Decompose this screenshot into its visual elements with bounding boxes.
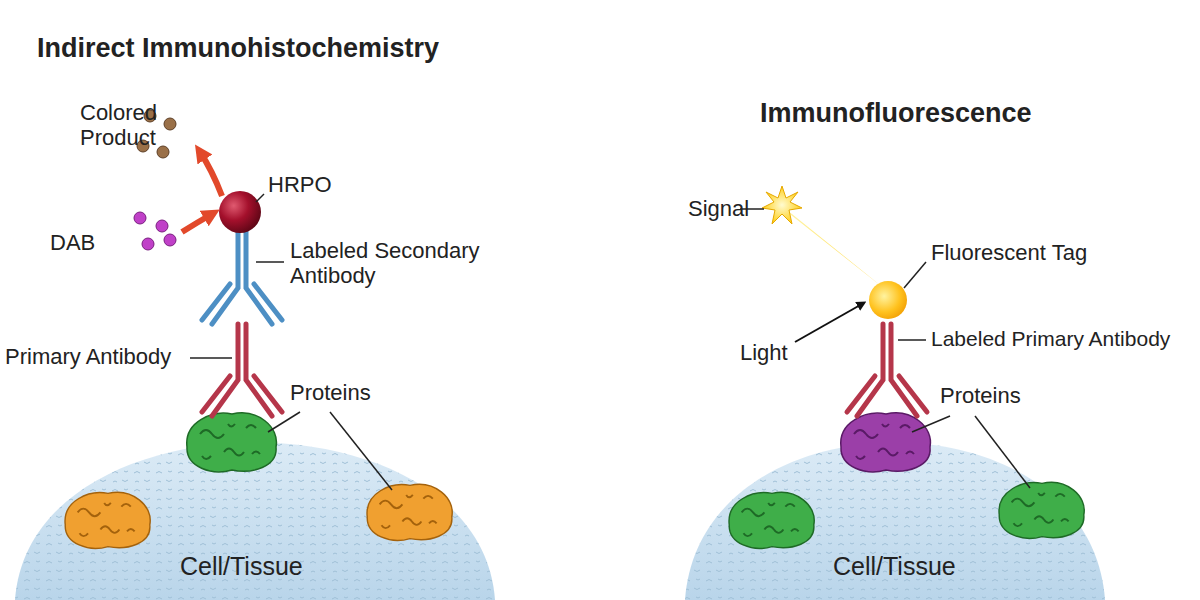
primary-antibody bbox=[202, 324, 282, 416]
part-label: Colored Product bbox=[80, 100, 150, 151]
part-label: Labeled Secondary Antibody bbox=[290, 238, 480, 289]
signal-beam bbox=[772, 200, 896, 298]
region-label: Cell/Tissue bbox=[833, 552, 956, 581]
protein bbox=[65, 492, 150, 548]
part-label: Proteins bbox=[940, 383, 1021, 408]
dab-dots bbox=[134, 212, 176, 250]
panel-title: Immunofluorescence bbox=[760, 98, 1032, 129]
panel-title: Indirect Immunohistochemistry bbox=[37, 33, 439, 64]
secondary-antibody bbox=[202, 232, 282, 324]
part-label: Proteins bbox=[290, 380, 371, 405]
part-label: Fluorescent Tag bbox=[931, 240, 1087, 265]
hrpo-enzyme bbox=[219, 191, 261, 233]
labeled-primary-antibody bbox=[847, 324, 927, 416]
fluorescent-tag bbox=[869, 281, 907, 319]
light-arrow bbox=[795, 304, 862, 342]
reaction-arrow bbox=[182, 214, 212, 232]
protein bbox=[999, 482, 1084, 538]
part-label: Signal bbox=[688, 196, 749, 221]
part-label: DAB bbox=[50, 230, 95, 255]
signal-star bbox=[762, 186, 802, 224]
protein bbox=[729, 492, 814, 548]
reaction-arrow bbox=[200, 152, 222, 196]
part-label: Labeled Primary Antibody bbox=[931, 327, 1170, 351]
region-label: Cell/Tissue bbox=[180, 552, 303, 581]
part-label: Light bbox=[740, 340, 788, 365]
protein bbox=[367, 484, 452, 540]
protein bbox=[187, 413, 277, 472]
protein bbox=[841, 413, 931, 472]
part-label: HRPO bbox=[268, 172, 332, 197]
part-label: Primary Antibody bbox=[5, 344, 171, 369]
